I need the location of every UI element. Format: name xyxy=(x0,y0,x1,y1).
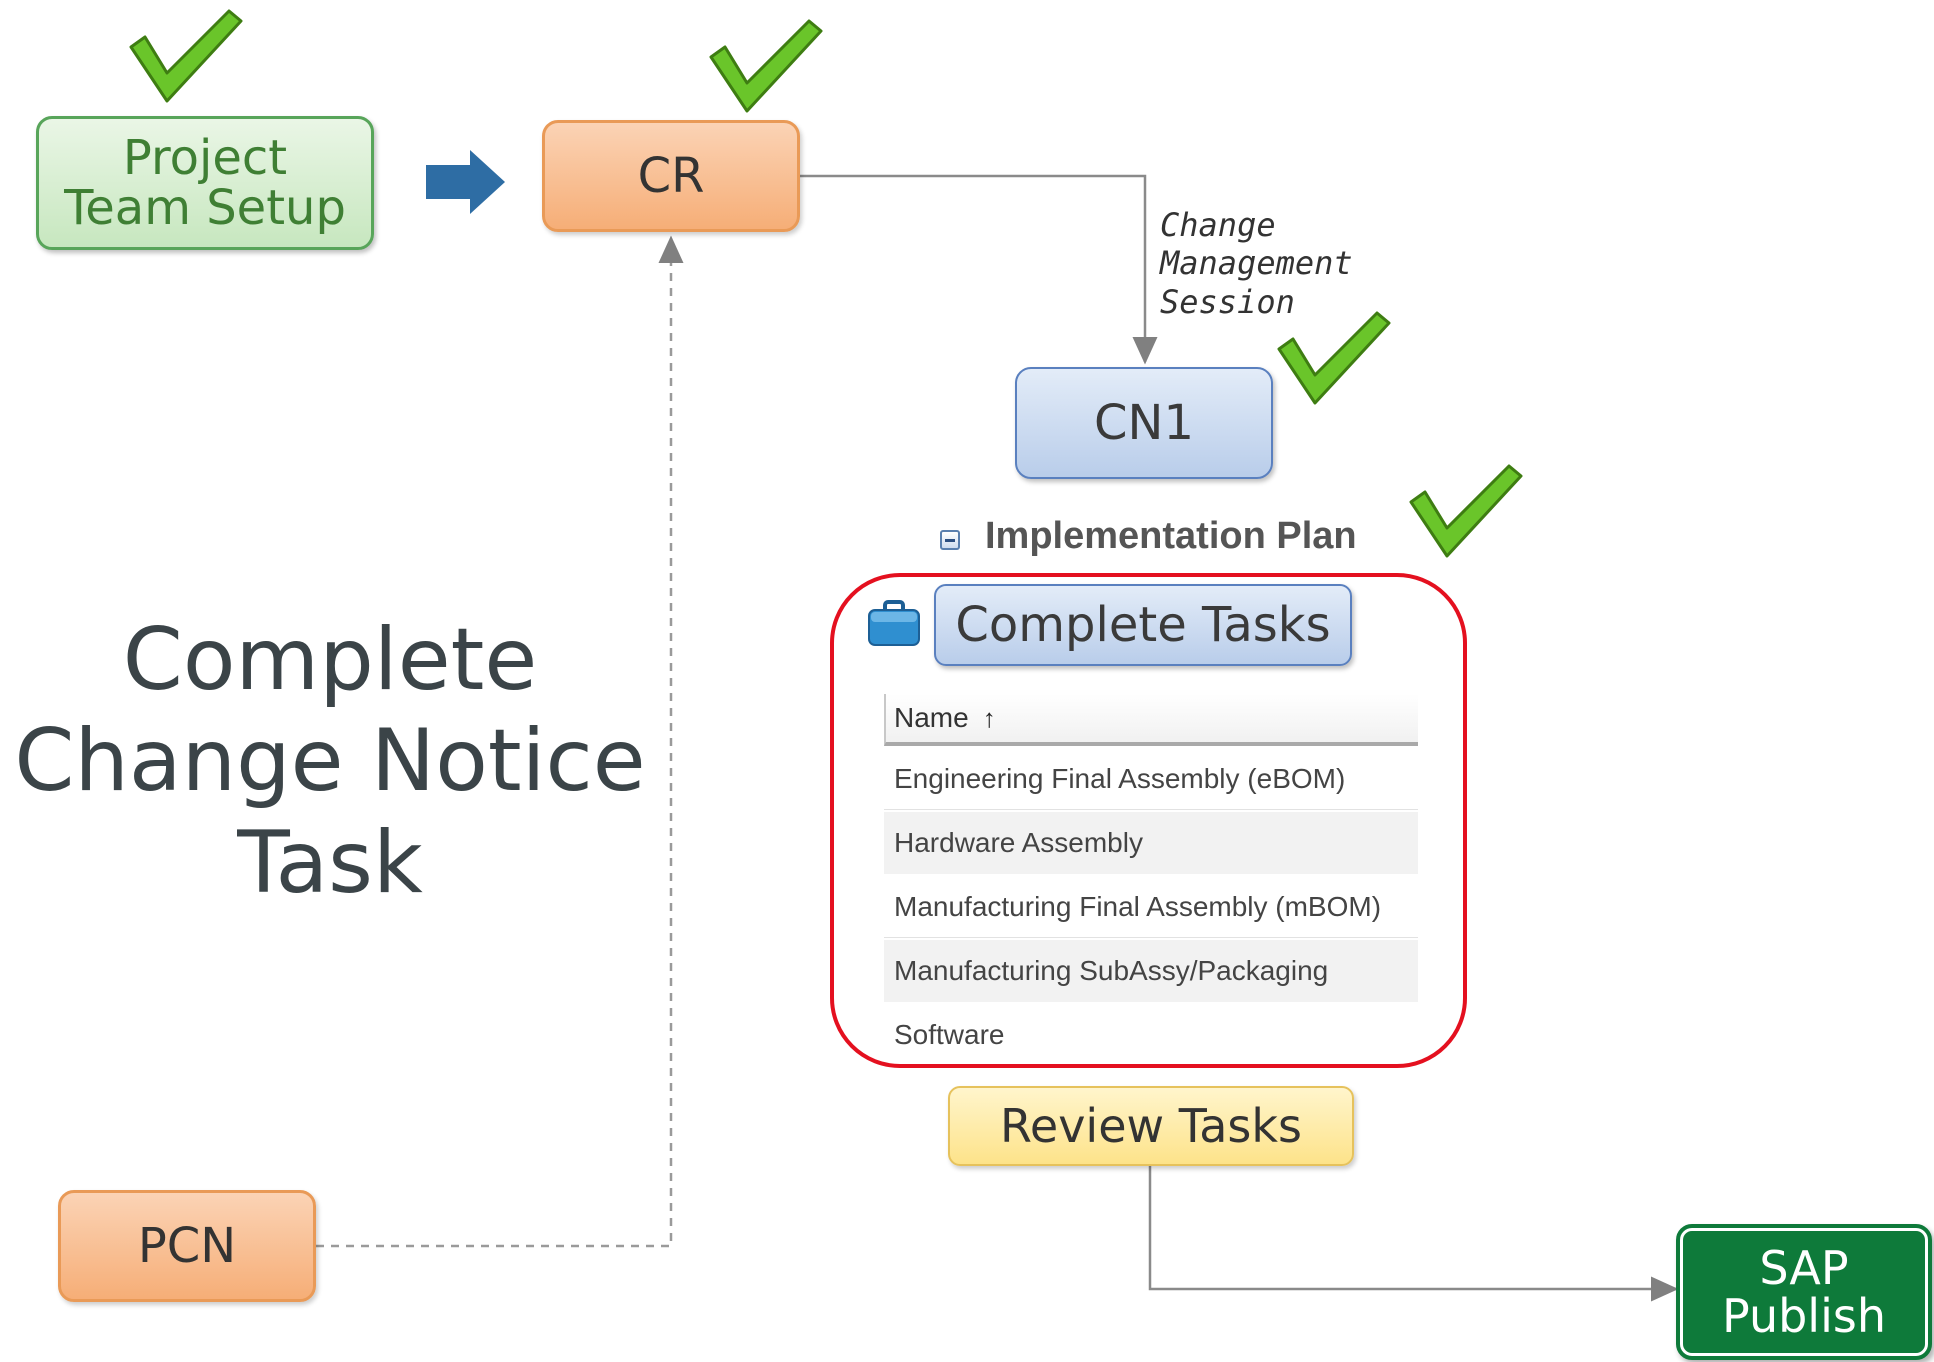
table-row[interactable]: Manufacturing SubAssy/Packaging xyxy=(884,940,1418,1002)
node-label: CR xyxy=(637,147,705,204)
edge-label-change-management-session: Change Management Session xyxy=(1160,206,1353,321)
edge-label-line: Session xyxy=(1160,282,1295,321)
node-label-line1: Project xyxy=(122,129,288,186)
implementation-plan-heading: Implementation Plan xyxy=(985,515,1357,557)
node-label: CN1 xyxy=(1094,394,1194,451)
highlight-box xyxy=(830,573,1467,1068)
node-label-line2: Team Setup xyxy=(64,180,346,236)
node-label-line2: Publish xyxy=(1722,1289,1886,1343)
column-header-name: Name xyxy=(894,702,969,733)
title-line: Change Notice xyxy=(14,711,646,812)
table-row[interactable]: Software xyxy=(884,1004,1418,1066)
page-title: Complete Change Notice Task xyxy=(0,610,660,914)
node-pcn[interactable]: PCN xyxy=(58,1190,316,1302)
edge-label-line: Change xyxy=(1160,206,1276,244)
check-icon xyxy=(1409,464,1523,558)
table-row[interactable]: Hardware Assembly xyxy=(884,812,1418,874)
title-line: Complete xyxy=(122,610,538,710)
table-cell: Software xyxy=(894,1019,1005,1050)
table-cell: Hardware Assembly xyxy=(894,827,1143,858)
node-label-line1: SAP xyxy=(1759,1240,1849,1295)
arrow-right-icon xyxy=(426,150,505,214)
node-complete-tasks[interactable]: Complete Tasks xyxy=(934,584,1352,666)
node-review-tasks[interactable]: Review Tasks xyxy=(948,1086,1354,1166)
node-cr[interactable]: CR xyxy=(542,120,800,232)
sort-ascending-icon: ↑ xyxy=(982,702,996,733)
check-icon xyxy=(709,19,823,113)
node-project-team-setup[interactable]: Project Team Setup xyxy=(36,116,374,250)
briefcase-icon xyxy=(868,600,920,646)
edge-review-sap xyxy=(1148,1166,1679,1302)
edge-cr-cn1 xyxy=(800,174,1158,365)
table-cell: Manufacturing SubAssy/Packaging xyxy=(894,955,1329,986)
node-label: PCN xyxy=(137,1217,237,1274)
table-header[interactable]: Name ↑ xyxy=(884,694,1418,746)
table-cell: Engineering Final Assembly (eBOM) xyxy=(894,762,1346,794)
collapse-icon[interactable] xyxy=(940,530,960,550)
check-icon xyxy=(129,9,243,103)
node-cn1[interactable]: CN1 xyxy=(1015,367,1273,479)
table-row[interactable]: Manufacturing Final Assembly (mBOM) xyxy=(884,876,1418,938)
table-cell: Manufacturing Final Assembly (mBOM) xyxy=(894,890,1382,922)
check-icon xyxy=(1277,311,1391,405)
edge-label-line: Management xyxy=(1160,244,1353,283)
node-sap-publish[interactable]: SAP Publish xyxy=(1676,1224,1932,1360)
title-line: Task xyxy=(237,812,423,913)
node-label: Complete Tasks xyxy=(955,596,1331,653)
node-label: Review Tasks xyxy=(1000,1098,1302,1153)
table-row[interactable]: Engineering Final Assembly (eBOM) xyxy=(884,748,1418,810)
edge-pcn-cr xyxy=(316,235,684,1248)
